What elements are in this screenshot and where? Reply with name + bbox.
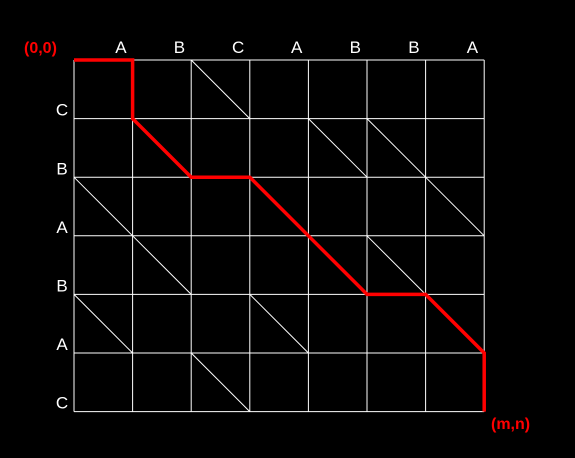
left-sequence-letter: B — [56, 276, 67, 295]
left-sequence-letter: C — [56, 394, 68, 413]
diagonal-edge — [366, 235, 426, 295]
diagonal-edge — [132, 235, 192, 295]
alignment-path-line — [74, 58, 486, 412]
diagonal-edges — [73, 59, 485, 412]
diagonal-edge — [190, 59, 251, 119]
top-sequence-letter: A — [467, 38, 479, 57]
end-corner-label: (m,n) — [491, 416, 530, 433]
grid-lines — [73, 59, 485, 413]
diagonal-edge — [249, 294, 309, 354]
alignment-path — [74, 58, 486, 412]
diagonal-edge — [366, 118, 426, 178]
left-sequence-letter: B — [56, 159, 67, 178]
start-corner-label: (0,0) — [24, 40, 57, 57]
top-sequence-letter: A — [115, 38, 127, 57]
top-sequence-letter: B — [174, 38, 185, 57]
left-sequence-letter: A — [56, 335, 68, 354]
top-sequence-letter: A — [291, 38, 303, 57]
top-sequence-letter: B — [408, 38, 419, 57]
diagonal-edge — [190, 352, 251, 412]
diagonal-edge — [425, 176, 485, 237]
sequence-labels: A B C A B B A C B A B A C — [56, 38, 479, 413]
diagonal-edge — [308, 118, 368, 178]
left-sequence-letter: C — [56, 101, 68, 120]
diagonal-edge — [73, 294, 133, 354]
top-sequence-letter: B — [350, 38, 361, 57]
diagonal-edge — [73, 176, 133, 237]
top-sequence-letter: C — [232, 38, 244, 57]
left-sequence-letter: A — [56, 218, 68, 237]
